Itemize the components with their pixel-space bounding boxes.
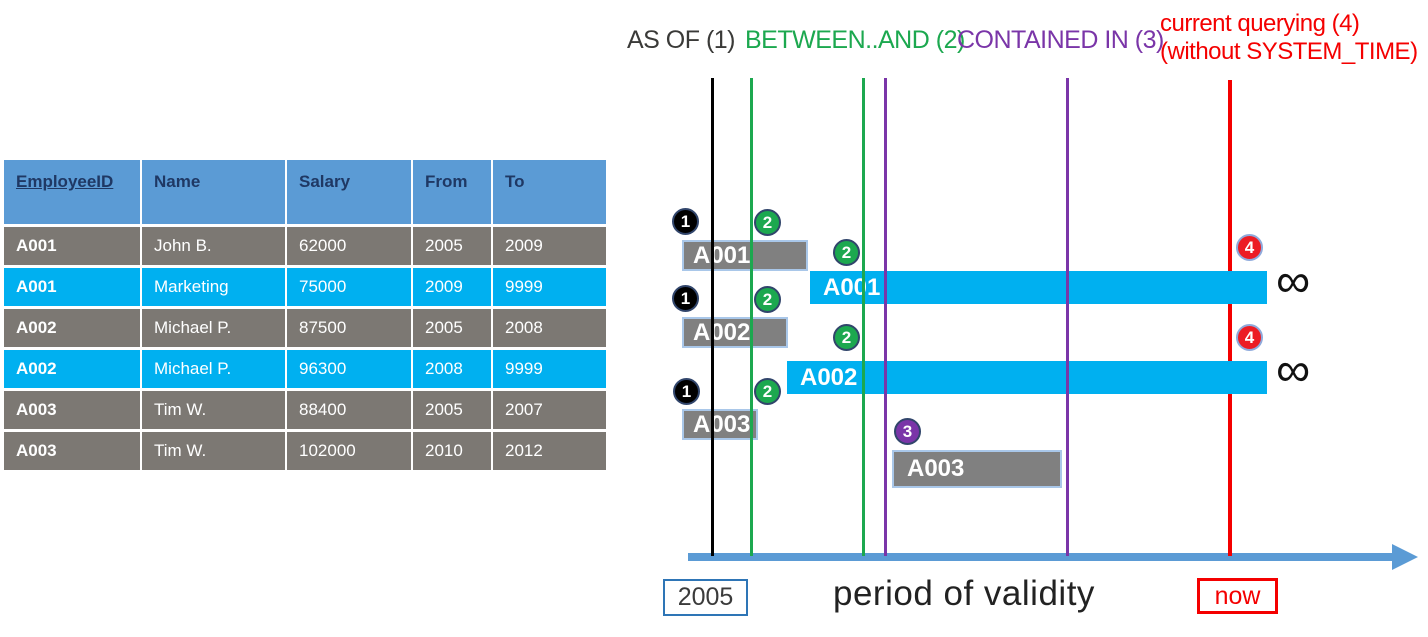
cell-name: Michael P. [142,309,285,347]
cell-from: 2009 [413,268,491,306]
cell-name: John B. [142,227,285,265]
legend-between-and: BETWEEN..AND (2) [745,26,965,54]
contained-in-start-line [884,78,887,556]
cell-to: 2012 [493,432,606,470]
cell-to: 9999 [493,350,606,388]
bar-label: A003 [907,455,965,482]
column-header-to: To [493,160,606,224]
cell-salary: 102000 [287,432,411,470]
cell-salary: 88400 [287,391,411,429]
infinity-icon: ∞ [1276,344,1311,397]
cell-to: 2008 [493,309,606,347]
table-row: A002 Michael P. 87500 2005 2008 [4,309,606,347]
cell-from: 2005 [413,227,491,265]
legend-current-querying-line1: current querying (4) [1160,10,1360,37]
cell-name: Michael P. [142,350,285,388]
axis-now-box: now [1197,578,1278,614]
cell-employeeid: A002 [4,350,140,388]
as-of-line [711,78,714,556]
employee-history-table: EmployeeID Name Salary From To A001 John… [2,157,608,473]
infinity-icon: ∞ [1276,255,1311,308]
legend-current-querying: current querying (4) (without SYSTEM_TIM… [1160,10,1418,66]
validity-bar-a003-history-1: A003 [682,409,758,440]
badge-3-contained-in: 3 [894,418,921,445]
badge-1-as-of: 1 [673,378,700,405]
cell-employeeid: A003 [4,432,140,470]
legend-current-querying-line2: (without SYSTEM_TIME) [1160,38,1418,65]
time-axis [688,553,1394,561]
bar-label: A003 [693,410,751,438]
time-axis-arrow-icon [1392,544,1418,570]
column-header-employeeid-label: EmployeeID [16,172,114,191]
badge-1-as-of: 1 [672,285,699,312]
cell-from: 2008 [413,350,491,388]
cell-from: 2005 [413,391,491,429]
current-querying-line [1228,80,1232,556]
cell-employeeid: A001 [4,268,140,306]
table-header-row: EmployeeID Name Salary From To [4,160,606,224]
validity-bar-a002-history: A002 [682,317,788,348]
validity-bar-a002-current: A002 [787,361,1267,394]
bar-label: A002 [693,318,751,346]
bar-label: A001 [693,241,751,269]
badge-2-between-and: 2 [833,324,860,351]
column-header-employeeid: EmployeeID [4,160,140,224]
validity-bar-a001-current: A001 [810,271,1267,304]
badge-2-between-and: 2 [833,239,860,266]
between-and-start-line [750,78,753,556]
between-and-end-line [862,78,865,556]
cell-from: 2005 [413,309,491,347]
axis-origin-year-box: 2005 [663,579,748,616]
cell-employeeid: A001 [4,227,140,265]
column-header-salary: Salary [287,160,411,224]
cell-to: 9999 [493,268,606,306]
cell-name: Tim W. [142,391,285,429]
cell-to: 2007 [493,391,606,429]
cell-from: 2010 [413,432,491,470]
legend-as-of: AS OF (1) [627,26,736,54]
table-row: A001 Marketing 75000 2009 9999 [4,268,606,306]
legend-contained-in: CONTAINED IN (3) [957,26,1164,54]
cell-salary: 62000 [287,227,411,265]
badge-1-as-of: 1 [672,208,699,235]
column-header-name: Name [142,160,285,224]
validity-bar-a001-history: A001 [682,240,808,271]
badge-4-current: 4 [1236,324,1263,351]
table-row: A001 John B. 62000 2005 2009 [4,227,606,265]
table-row: A003 Tim W. 102000 2010 2012 [4,432,606,470]
badge-2-between-and: 2 [754,378,781,405]
column-header-from: From [413,160,491,224]
cell-name: Marketing [142,268,285,306]
badge-2-between-and: 2 [754,209,781,236]
cell-employeeid: A002 [4,309,140,347]
bar-label: A001 [823,273,881,301]
cell-to: 2009 [493,227,606,265]
cell-name: Tim W. [142,432,285,470]
validity-bar-a003-history-2: A003 [892,450,1062,488]
table-row: A002 Michael P. 96300 2008 9999 [4,350,606,388]
cell-employeeid: A003 [4,391,140,429]
cell-salary: 96300 [287,350,411,388]
axis-caption: period of validity [833,574,1095,613]
badge-2-between-and: 2 [754,286,781,313]
cell-salary: 75000 [287,268,411,306]
table-row: A003 Tim W. 88400 2005 2007 [4,391,606,429]
bar-label: A002 [800,363,858,391]
contained-in-end-line [1066,78,1069,556]
badge-4-current: 4 [1236,234,1263,261]
cell-salary: 87500 [287,309,411,347]
